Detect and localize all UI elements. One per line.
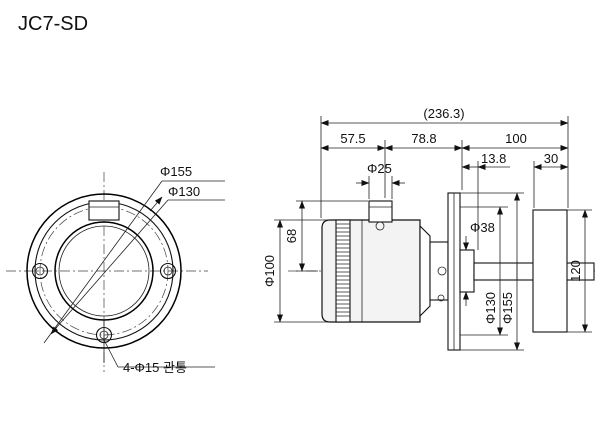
rear-hub <box>459 249 475 293</box>
neck <box>419 224 431 318</box>
side-view: (236.3) 57.5 78.8 100 13.8 30 Φ25 68 Φ10… <box>262 106 595 351</box>
label-len-57-5: 57.5 <box>340 131 365 146</box>
hub <box>429 241 449 301</box>
bolt-hole-right-inner <box>163 266 173 276</box>
label-len-78-8: 78.8 <box>411 131 436 146</box>
dim-leader-holes <box>103 339 119 368</box>
dim-leader-phi155 <box>43 180 163 344</box>
front-view: Φ155 Φ130 4-Φ15 관통 <box>6 164 225 375</box>
bolt-hole-right <box>159 262 177 280</box>
label-front-phi130: Φ130 <box>168 184 200 199</box>
dim-leader-phi130 <box>55 199 169 329</box>
label-total-length: (236.3) <box>423 106 464 121</box>
label-dia-155: Φ155 <box>500 292 515 324</box>
model-title: JC7-SD <box>18 13 88 35</box>
label-dia-130: Φ130 <box>483 292 498 324</box>
bolt-hole-left <box>31 262 49 280</box>
label-dia-100: Φ100 <box>262 255 277 287</box>
rear-disc <box>532 209 568 333</box>
label-len-100: 100 <box>505 131 527 146</box>
label-front-holes: 4-Φ15 관통 <box>123 360 187 375</box>
top-boss <box>88 200 120 221</box>
label-len-13-8: 13.8 <box>481 151 506 166</box>
knurled-band <box>335 219 351 323</box>
label-dia-38: Φ38 <box>470 220 495 235</box>
side-top-boss <box>368 200 393 223</box>
label-height-68: 68 <box>284 229 299 243</box>
label-height-120: 120 <box>568 260 583 282</box>
body-inner-circle <box>58 225 150 317</box>
label-dia-25: Φ25 <box>367 161 392 176</box>
label-front-phi155: Φ155 <box>160 164 192 179</box>
bolt-hole-left-inner <box>35 266 45 276</box>
label-len-30: 30 <box>544 151 558 166</box>
